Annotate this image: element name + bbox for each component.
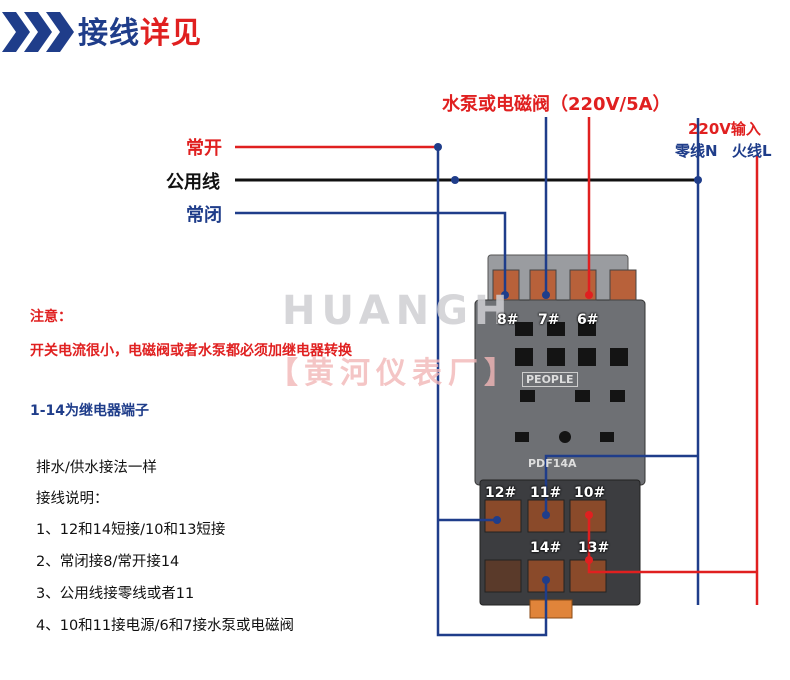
pin-13: 13#	[578, 540, 610, 556]
chevron-icon	[2, 12, 74, 52]
wiring-item-3: 3、公用线接零线或者11	[36, 586, 195, 602]
pin-8: 8#	[497, 312, 519, 328]
note-title: 注意：	[30, 309, 72, 325]
pump-valve-label: 水泵或电磁阀（220V/5A）	[442, 94, 671, 115]
relay-brand: PEOPLE	[522, 372, 578, 387]
terminals-note: 1-14为继电器端子	[30, 403, 150, 419]
pin-11: 11#	[530, 485, 562, 501]
wires	[235, 117, 759, 637]
common-line-label: 公用线	[166, 172, 220, 193]
neutral-label: 零线N	[675, 142, 718, 160]
pin-10: 10#	[574, 485, 606, 501]
note-text: 开关电流很小，电磁阀或者水泵都必须加继电器转换	[30, 343, 352, 359]
pin-6: 6#	[577, 312, 599, 328]
same-note: 排水/供水接法一样	[36, 460, 157, 476]
pin-12: 12#	[485, 485, 517, 501]
page-title: 接线详见	[78, 16, 202, 51]
watermark-brand: HUANGH	[282, 288, 514, 334]
wiring-title: 接线说明：	[36, 491, 109, 507]
junction-dots	[434, 143, 702, 584]
watermark-cn: 【黄河仪表厂】	[268, 356, 520, 391]
relay-slots	[515, 322, 628, 443]
normally-closed-label: 常闭	[186, 205, 222, 226]
pin-14: 14#	[530, 540, 562, 556]
wiring-item-4: 4、10和11接电源/6和7接水泵或电磁阀	[36, 618, 294, 634]
input-220-label: 220V输入	[688, 120, 761, 138]
normally-open-label: 常开	[186, 138, 222, 159]
live-label: 火线L	[732, 142, 772, 160]
wiring-item-2: 2、常闭接8/常开接14	[36, 554, 180, 570]
relay-model: PDF14A	[528, 457, 577, 470]
wiring-item-1: 1、12和14短接/10和13短接	[36, 522, 226, 538]
pin-7: 7#	[538, 312, 560, 328]
